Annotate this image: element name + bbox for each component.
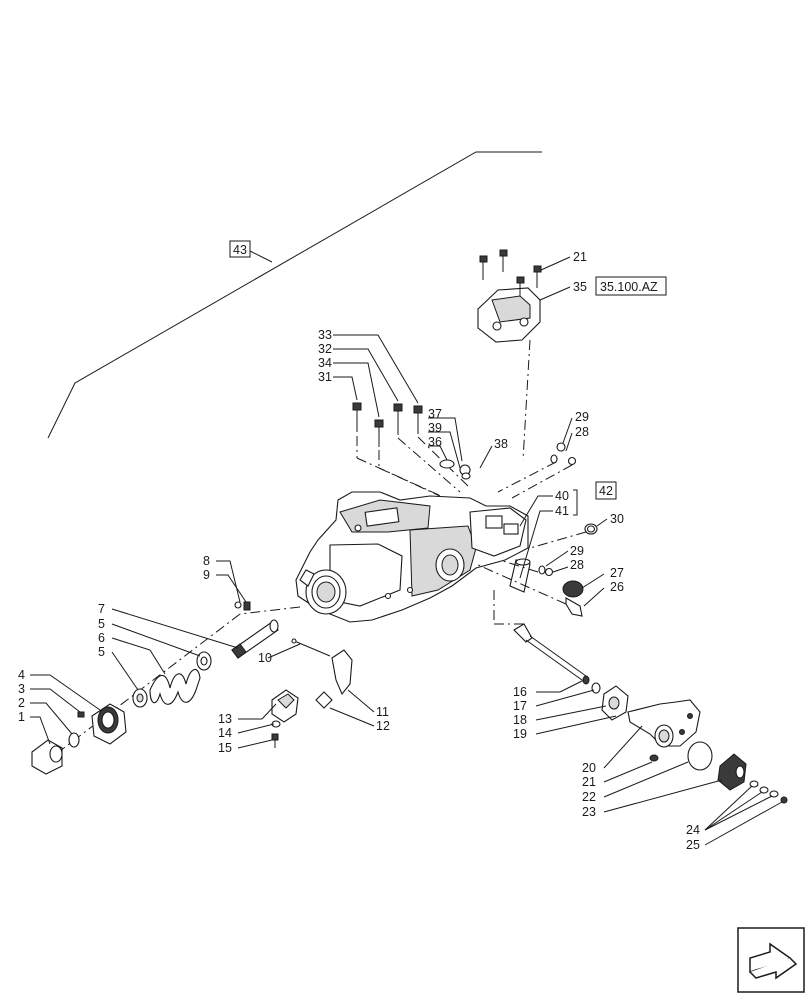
callout-25: 25	[686, 838, 700, 852]
flange-group-20-25: 20 21 22 23 24 25	[582, 699, 788, 852]
callout-13: 13	[218, 712, 232, 726]
callout-17: 17	[513, 699, 527, 713]
callout-34: 34	[318, 356, 332, 370]
next-page-arrow-icon[interactable]	[737, 927, 805, 993]
callout-26: 26	[610, 580, 624, 594]
callout-29-upper: 29	[575, 410, 589, 424]
callout-24: 24	[686, 823, 700, 837]
callout-7: 7	[98, 602, 105, 616]
callout-10: 10	[258, 651, 272, 665]
callout-21-top: 21	[573, 250, 587, 264]
callout-5-lower: 5	[98, 645, 105, 659]
valve-block-35: 21 35 35.100.AZ	[477, 249, 667, 461]
reference-box-42[interactable]	[595, 481, 617, 500]
callout-29-lower: 29	[570, 544, 584, 558]
reference-43-label: 43	[233, 243, 247, 257]
lever-group-10-12: 10 11 12	[258, 638, 390, 733]
callout-30: 30	[610, 512, 624, 526]
callout-6: 6	[98, 631, 105, 645]
sleeve-40-41: 40 41 42	[509, 481, 617, 593]
callout-28-lower: 28	[570, 558, 584, 572]
reference-42-label: 42	[599, 484, 613, 498]
bracket-13-15: 13 14 15	[218, 689, 299, 755]
knob-26-27: 27 26	[475, 563, 624, 617]
lift-housing	[295, 491, 529, 623]
callout-5-upper: 5	[98, 617, 105, 631]
o-ring-30: 30	[529, 512, 624, 549]
axis-spring-dash	[55, 613, 241, 755]
plug-28-29-lower: 29 28	[499, 544, 584, 577]
callout-11: 11	[376, 705, 389, 719]
callout-8: 8	[203, 554, 210, 568]
callout-38: 38	[494, 437, 508, 451]
callout-21-lower: 21	[582, 775, 596, 789]
reference-43-leader: 43	[47, 151, 542, 439]
callout-35: 35	[573, 280, 587, 294]
pin-10	[291, 639, 331, 657]
callout-9: 9	[203, 568, 210, 582]
callout-32: 32	[318, 342, 332, 356]
spring-group-5-6: 5 6 5	[98, 617, 212, 708]
callout-16: 16	[513, 685, 527, 699]
callout-39: 39	[428, 421, 442, 435]
reference-box-35-100-az[interactable]	[595, 276, 667, 296]
callout-33: 33	[318, 328, 332, 342]
callout-12: 12	[376, 719, 390, 733]
fitting-group-36-39: 37 39 36 38	[428, 407, 508, 480]
callout-18: 18	[513, 713, 527, 727]
pin-8-9: 8 9	[203, 554, 251, 611]
callout-36: 36	[428, 435, 442, 449]
callout-4: 4	[18, 668, 25, 682]
callout-3: 3	[18, 682, 25, 696]
callout-2: 2	[18, 696, 25, 710]
callout-20: 20	[582, 761, 596, 775]
callout-41: 41	[555, 504, 569, 518]
callout-1: 1	[18, 710, 25, 724]
callout-15: 15	[218, 741, 232, 755]
nut-assembly-1-4: 4 3 2 1	[18, 668, 127, 775]
callout-22: 22	[582, 790, 596, 804]
callout-23: 23	[582, 805, 596, 819]
callout-40: 40	[555, 489, 569, 503]
reference-35-100-az-label: 35.100.AZ	[600, 280, 658, 294]
plug-28-29-upper: 29 28	[497, 410, 589, 499]
shaft-7: 7	[98, 602, 279, 659]
callout-37: 37	[428, 407, 442, 421]
callout-19: 19	[513, 727, 527, 741]
callout-31: 31	[318, 370, 332, 384]
reference-box-43[interactable]	[229, 240, 251, 258]
callout-28-upper: 28	[575, 425, 589, 439]
callout-27: 27	[610, 566, 624, 580]
bolt-set-21	[479, 249, 542, 296]
bolt-group-31-34: 31 34 32 33	[318, 328, 471, 501]
shaft-group-16-19: 16 17 18 19	[513, 623, 629, 741]
callout-14: 14	[218, 726, 232, 740]
